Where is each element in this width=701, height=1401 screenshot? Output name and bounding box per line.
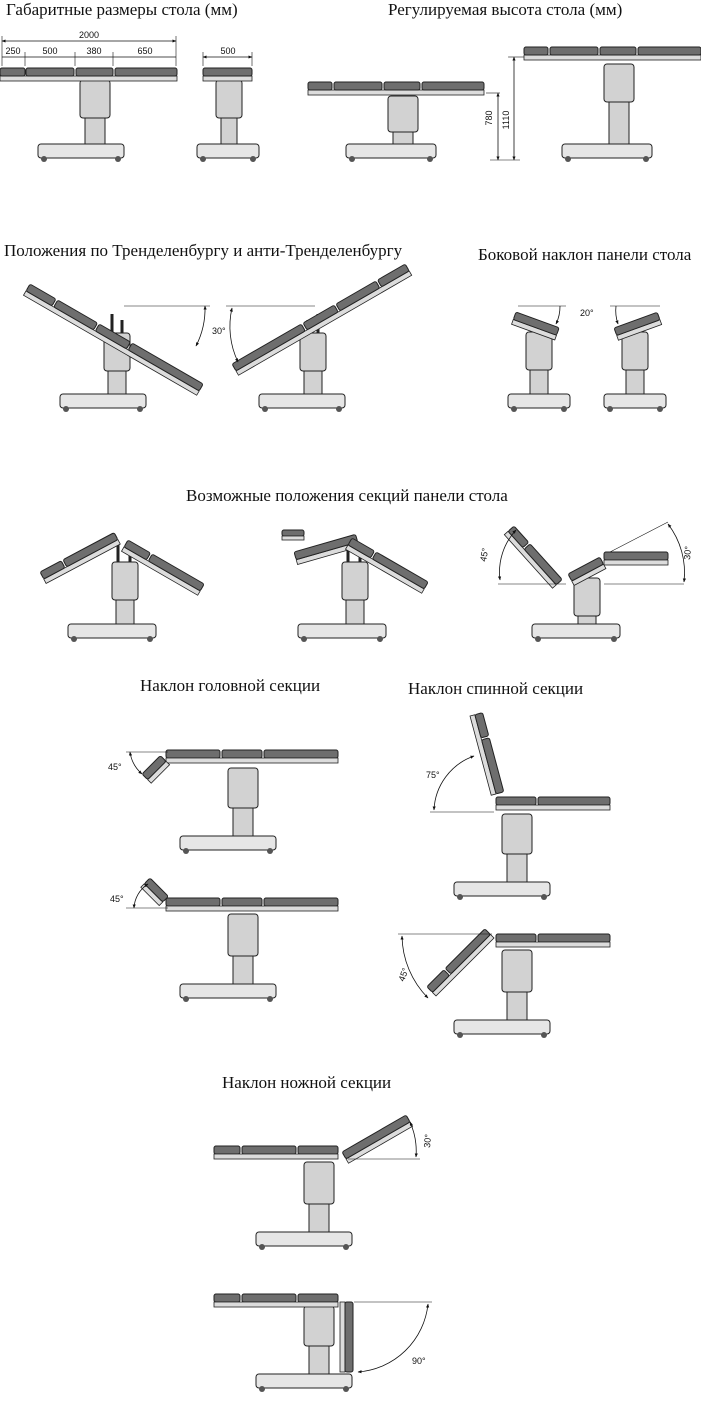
table-anti-trendelenburg — [226, 264, 413, 412]
dim-width-label: 500 — [220, 46, 235, 56]
title-leg: Наклон ножной секции — [222, 1073, 392, 1092]
table-trendelenburg — [22, 284, 210, 412]
title-lateral: Боковой наклон панели стола — [478, 245, 692, 264]
title-back: Наклон спинной секции — [408, 679, 584, 698]
head-down-angle-label: 45° — [108, 762, 122, 772]
table-leg-section-up — [213, 1115, 420, 1250]
height-max-label: 1110 — [501, 111, 511, 130]
head-up-angle-label: 45° — [110, 894, 124, 904]
leg-down-angle-label: 90° — [412, 1356, 426, 1366]
title-dimensions: Габаритные размеры стола (мм) — [6, 0, 238, 19]
dim-total-label: 2000 — [79, 30, 99, 40]
height-dimension-lines — [486, 56, 524, 161]
title-head: Наклон головной секции — [140, 676, 321, 695]
table-head-section-down — [126, 749, 339, 854]
table-high-position — [523, 46, 701, 162]
table-back-section-down — [398, 929, 611, 1038]
dim-section-1-label: 250 — [5, 46, 20, 56]
height-min-label: 780 — [484, 110, 494, 125]
lateral-angle-label: 20° — [580, 308, 594, 318]
positions-angle-45-label: 45° — [478, 547, 490, 563]
back-up-angle-label: 75° — [426, 770, 440, 780]
table-position-roof-head-raised — [281, 529, 428, 642]
dim-section-2-label: 500 — [42, 46, 57, 56]
table-position-roof — [40, 532, 204, 642]
table-side-view-dimensions — [0, 67, 178, 162]
table-low-position — [307, 81, 485, 162]
leg-up-angle-label: 30° — [422, 1133, 433, 1148]
trendelenburg-angle-label: 30° — [212, 326, 226, 336]
table-leg-section-down — [213, 1293, 432, 1392]
positions-angle-30-label: 30° — [682, 545, 693, 560]
back-down-angle-label: 45° — [396, 966, 410, 983]
table-lateral-tilt-left — [507, 305, 571, 412]
dim-section-3-label: 380 — [86, 46, 101, 56]
table-position-chair — [497, 521, 687, 642]
table-lateral-tilt-right — [603, 305, 667, 412]
dim-section-4-label: 650 — [137, 46, 152, 56]
table-back-section-up — [430, 712, 611, 900]
table-head-section-up — [126, 878, 339, 1002]
title-positions: Возможные положения секций панели стола — [186, 486, 508, 505]
title-height: Регулируемая высота стола (мм) — [388, 0, 623, 19]
title-trendelenburg: Положения по Тренделенбургу и анти-Тренд… — [4, 241, 403, 260]
table-end-view-dimensions — [196, 67, 260, 162]
dimension-lines — [1, 36, 253, 66]
